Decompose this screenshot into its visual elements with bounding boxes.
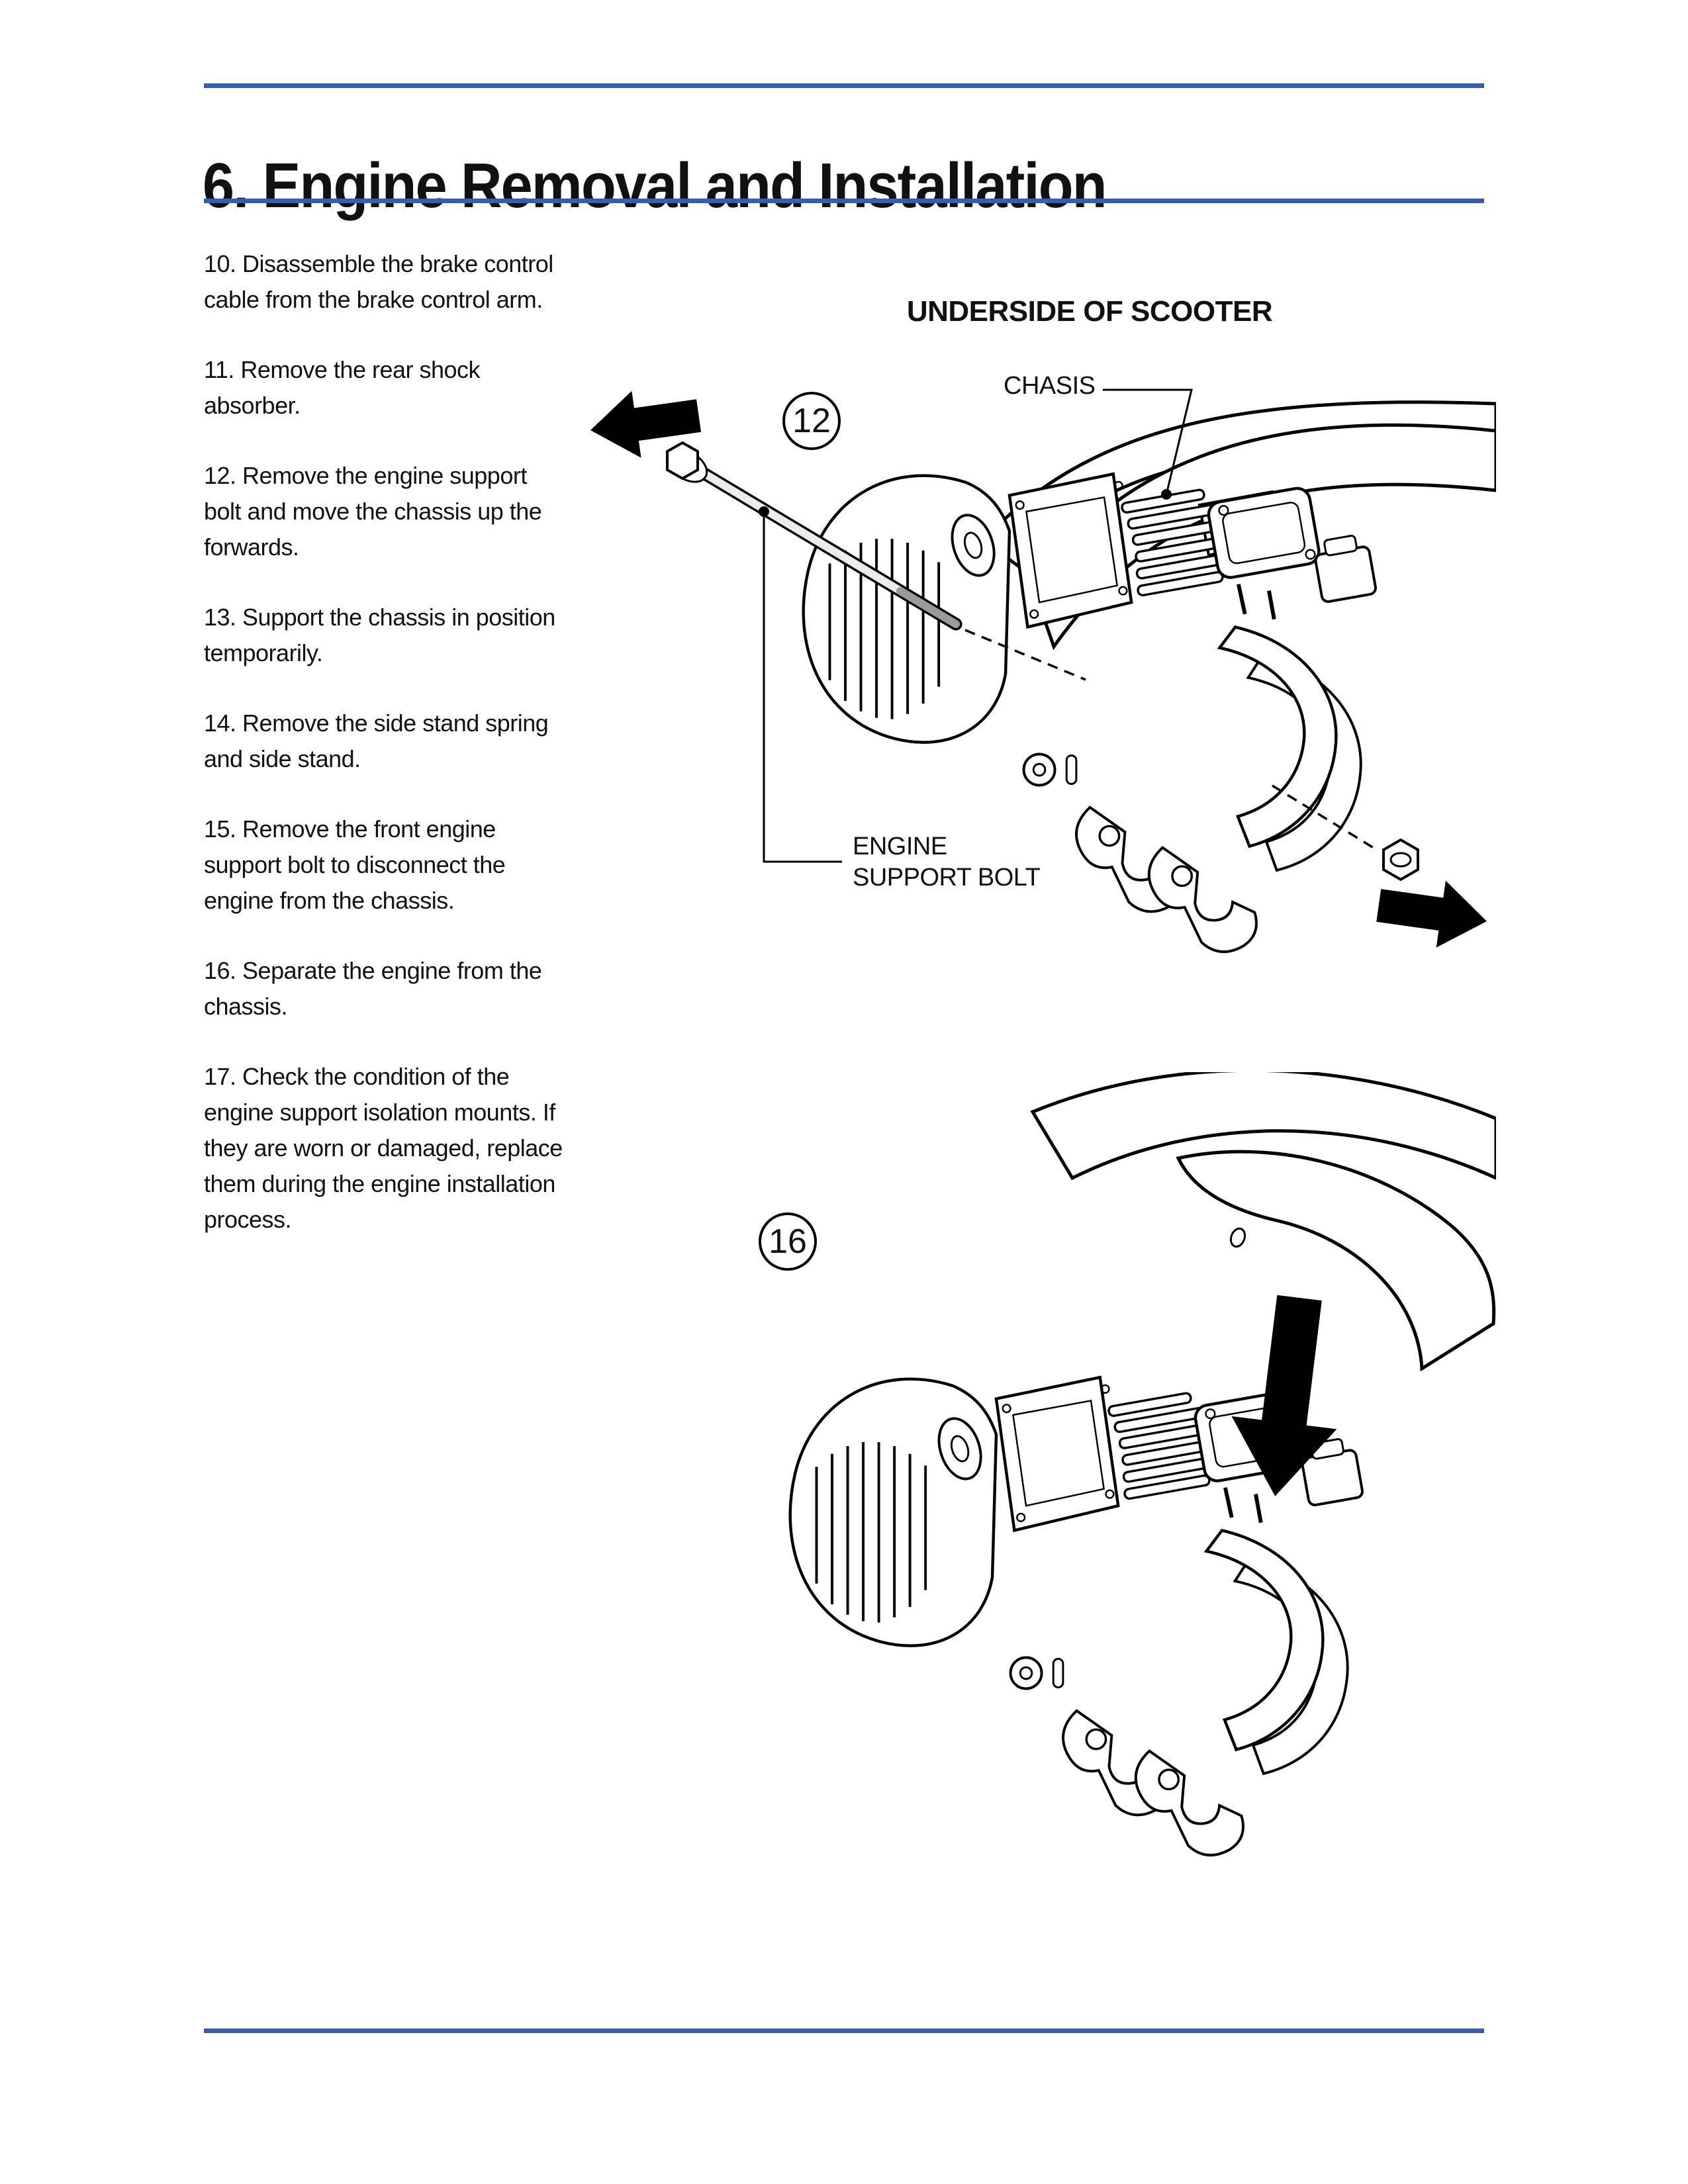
direction-arrow-down-icon xyxy=(1231,1295,1337,1496)
top-rule xyxy=(204,83,1484,88)
step-11: 11. Remove the rear shock absorber. xyxy=(204,356,481,419)
engine-support-bolt-label-line2: SUPPORT BOLT xyxy=(853,864,1041,891)
direction-arrow-right-icon xyxy=(1376,880,1487,948)
engine-support-bolt-label-line1: ENGINE xyxy=(853,833,947,860)
step-17: 17. Check the condition of the engine su… xyxy=(204,1063,563,1233)
engine-support-bolt xyxy=(666,441,1376,850)
bottom-rule xyxy=(204,2028,1484,2033)
figure-heading: UNDERSIDE OF SCOOTER xyxy=(906,295,1273,328)
leader-lines xyxy=(759,388,1193,863)
step-14: 14. Remove the side stand spring and sid… xyxy=(204,709,549,772)
step-15: 15. Remove the front engine support bolt… xyxy=(204,815,506,914)
chasis-label: CHASIS xyxy=(1004,372,1096,400)
engine-support-bolt-label: ENGINE SUPPORT BOLT xyxy=(853,831,1041,893)
step-10: 10. Disassemble the brake control cable … xyxy=(204,250,553,313)
instruction-steps: 10. Disassemble the brake control cable … xyxy=(204,246,565,1272)
chassis-separated xyxy=(1030,1072,1496,1372)
page-title: 6. Engine Removal and Installation xyxy=(203,150,1107,222)
support-bolt-nut xyxy=(1382,838,1419,882)
figure-callout-16: 16 xyxy=(759,1212,817,1271)
figure-callout-12-number: 12 xyxy=(792,402,831,440)
step-16: 16. Separate the engine from the chassis… xyxy=(204,957,542,1020)
step-13: 13. Support the chassis in position temp… xyxy=(204,604,555,666)
figure-callout-16-number: 16 xyxy=(769,1222,807,1261)
step-12: 12. Remove the engine support bolt and m… xyxy=(204,462,542,561)
figure-callout-12: 12 xyxy=(782,392,841,450)
direction-arrow-left-icon xyxy=(590,390,702,458)
figure-16-illustration xyxy=(569,1072,1496,1866)
title-rule xyxy=(204,199,1484,203)
figure-12-illustration xyxy=(590,388,1496,963)
